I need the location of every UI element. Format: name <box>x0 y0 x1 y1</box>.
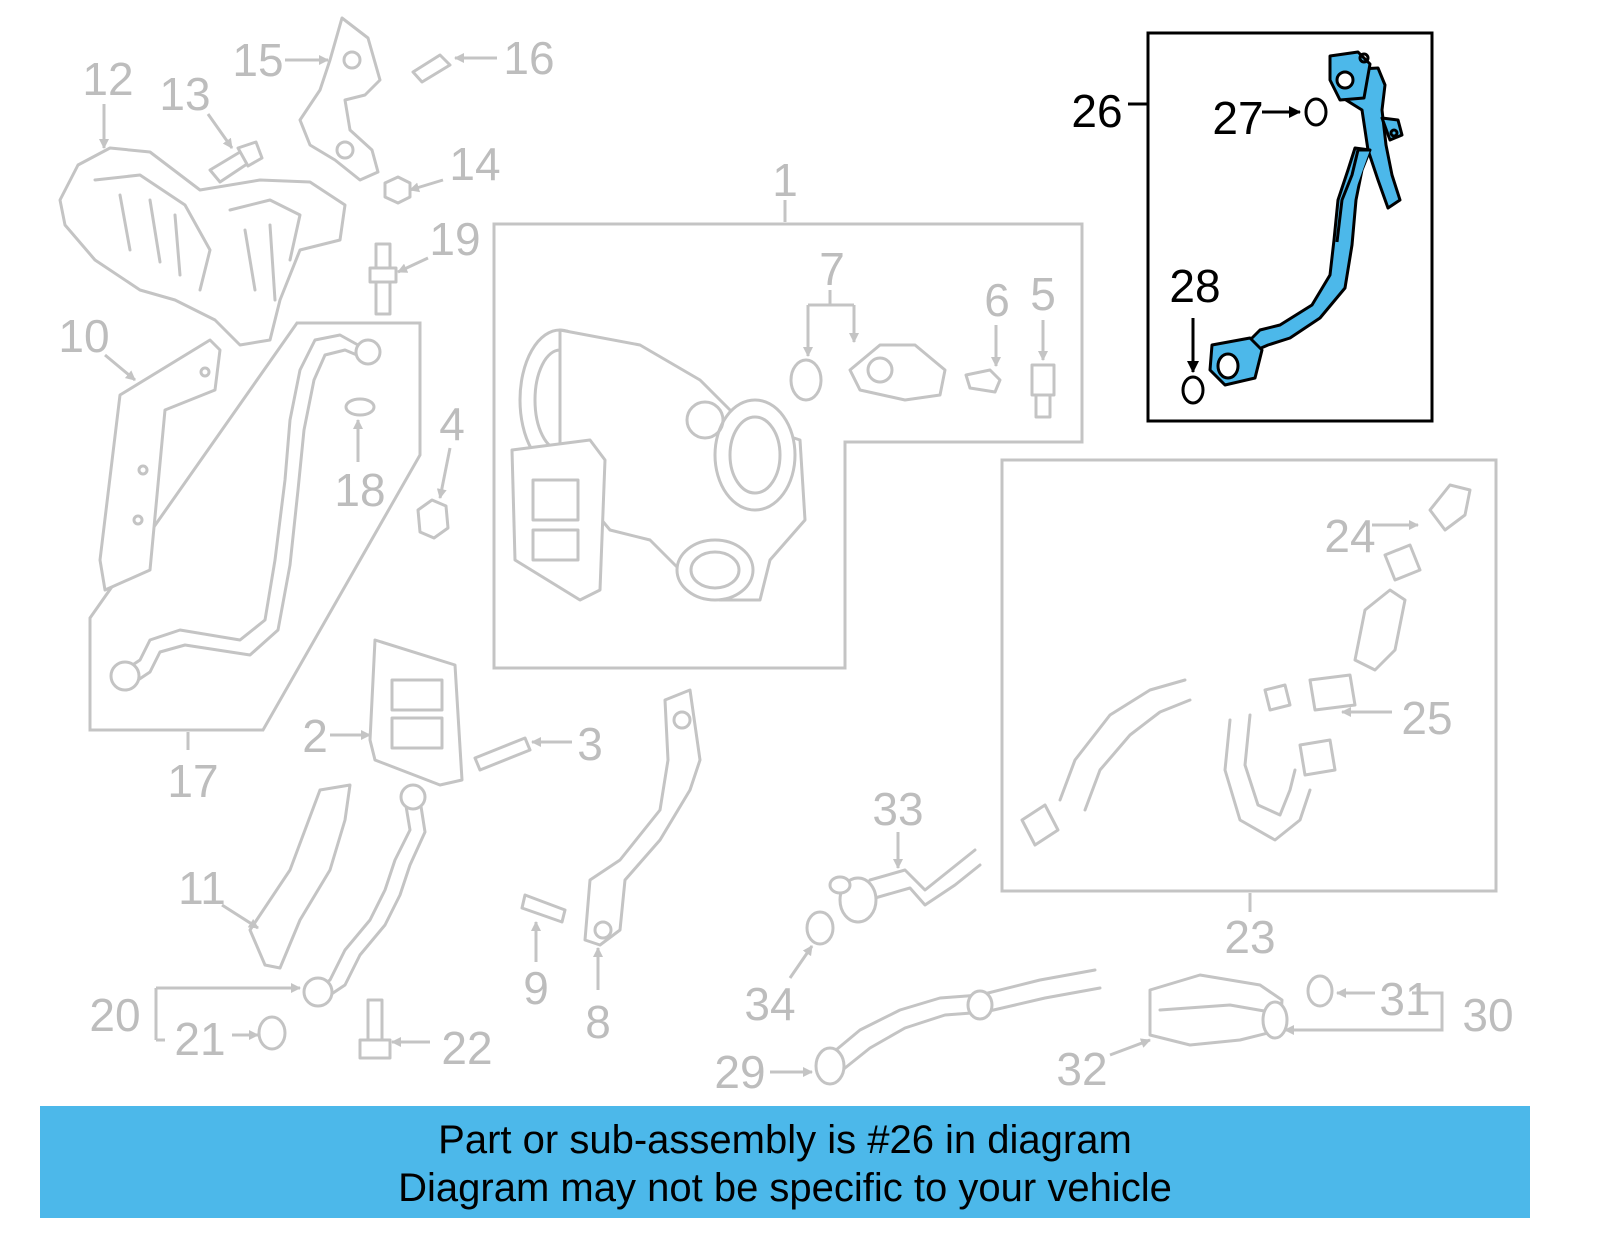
callout-17: 17 <box>167 755 218 807</box>
callout-9: 9 <box>523 962 549 1014</box>
callout-28: 28 <box>1169 260 1220 312</box>
actuator-7-part <box>848 343 947 402</box>
gasket-10-part <box>98 338 222 592</box>
callout-13: 13 <box>159 68 210 120</box>
callout-4: 4 <box>439 398 465 450</box>
banner-line-disclaimer: Diagram may not be specific to your vehi… <box>398 1166 1172 1210</box>
heat-shield-11-part <box>248 783 352 970</box>
bolt-13-part <box>208 140 264 184</box>
callout-7: 7 <box>819 243 845 295</box>
callout-12: 12 <box>82 53 133 105</box>
callout-24: 24 <box>1324 510 1375 562</box>
bolt-22-part <box>358 998 392 1060</box>
callout-26: 26 <box>1071 85 1122 137</box>
pipe-assembly-box-17 <box>88 321 422 732</box>
nut-4-part <box>416 498 450 540</box>
oring-28-part <box>1181 375 1205 405</box>
oring-18-part <box>344 397 376 417</box>
oring-31-part <box>1306 974 1334 1008</box>
hose-kit-box-23 <box>1000 458 1498 893</box>
callout-8: 8 <box>585 996 611 1048</box>
callout-34: 34 <box>744 978 795 1030</box>
return-pipe-20-part <box>302 783 427 1008</box>
info-banner: Part or sub-assembly is #26 in diagram D… <box>40 1106 1530 1218</box>
gasket-2-part <box>368 638 464 787</box>
callout-1: 1 <box>772 154 798 206</box>
callout-33: 33 <box>872 783 923 835</box>
oring-7-part <box>789 358 823 402</box>
callout-16: 16 <box>503 32 554 84</box>
gasket-14-part <box>383 175 412 205</box>
callout-18: 18 <box>334 464 385 516</box>
callout-6: 6 <box>984 274 1010 326</box>
bracket-15-part <box>298 16 382 182</box>
callout-31: 31 <box>1379 973 1430 1025</box>
callout-3: 3 <box>577 718 603 770</box>
callout-25: 25 <box>1401 692 1452 744</box>
hose-kit-23-parts <box>1020 483 1472 847</box>
stud-3-part <box>473 736 532 772</box>
callout-32: 32 <box>1056 1043 1107 1095</box>
oring-34-part <box>805 910 835 946</box>
callout-21: 21 <box>174 1013 225 1065</box>
callout-14: 14 <box>449 138 500 190</box>
sensor-5-part <box>1030 363 1056 419</box>
coolant-pipe-33-part <box>828 848 982 924</box>
callout-27: 27 <box>1212 92 1263 144</box>
banner-line-part: Part or sub-assembly is #26 in diagram <box>438 1118 1132 1162</box>
heat-shield-part <box>58 146 347 347</box>
turbo-assembly-box <box>492 222 1084 670</box>
callout-22: 22 <box>441 1022 492 1074</box>
leader-lines <box>99 53 1444 1077</box>
callout-2: 2 <box>302 710 328 762</box>
oil-pipe-17-part <box>109 333 382 692</box>
callout-29: 29 <box>714 1046 765 1098</box>
callout-15: 15 <box>232 34 283 86</box>
bracket-8-part <box>583 688 702 947</box>
coolant-pipe-29-part <box>814 968 1102 1086</box>
callout-10: 10 <box>58 310 109 362</box>
coolant-pipe-30-part <box>1148 973 1289 1047</box>
turbocharger-part <box>510 328 807 602</box>
bolt-9-part <box>520 893 567 924</box>
callout-19: 19 <box>429 213 480 265</box>
coolant-line-26-highlighted <box>1208 50 1404 387</box>
highlight-box-26 <box>1146 31 1434 423</box>
callout-5: 5 <box>1030 268 1056 320</box>
stud-19-part <box>368 242 398 316</box>
bolt-16-part <box>411 53 452 84</box>
callout-23: 23 <box>1224 911 1275 963</box>
callout-20: 20 <box>89 989 140 1041</box>
oring-21-part <box>257 1015 287 1051</box>
callout-30: 30 <box>1462 989 1513 1041</box>
oring-27-part <box>1304 97 1328 127</box>
callout-11: 11 <box>178 862 226 914</box>
bolt-6-part <box>964 368 1002 394</box>
